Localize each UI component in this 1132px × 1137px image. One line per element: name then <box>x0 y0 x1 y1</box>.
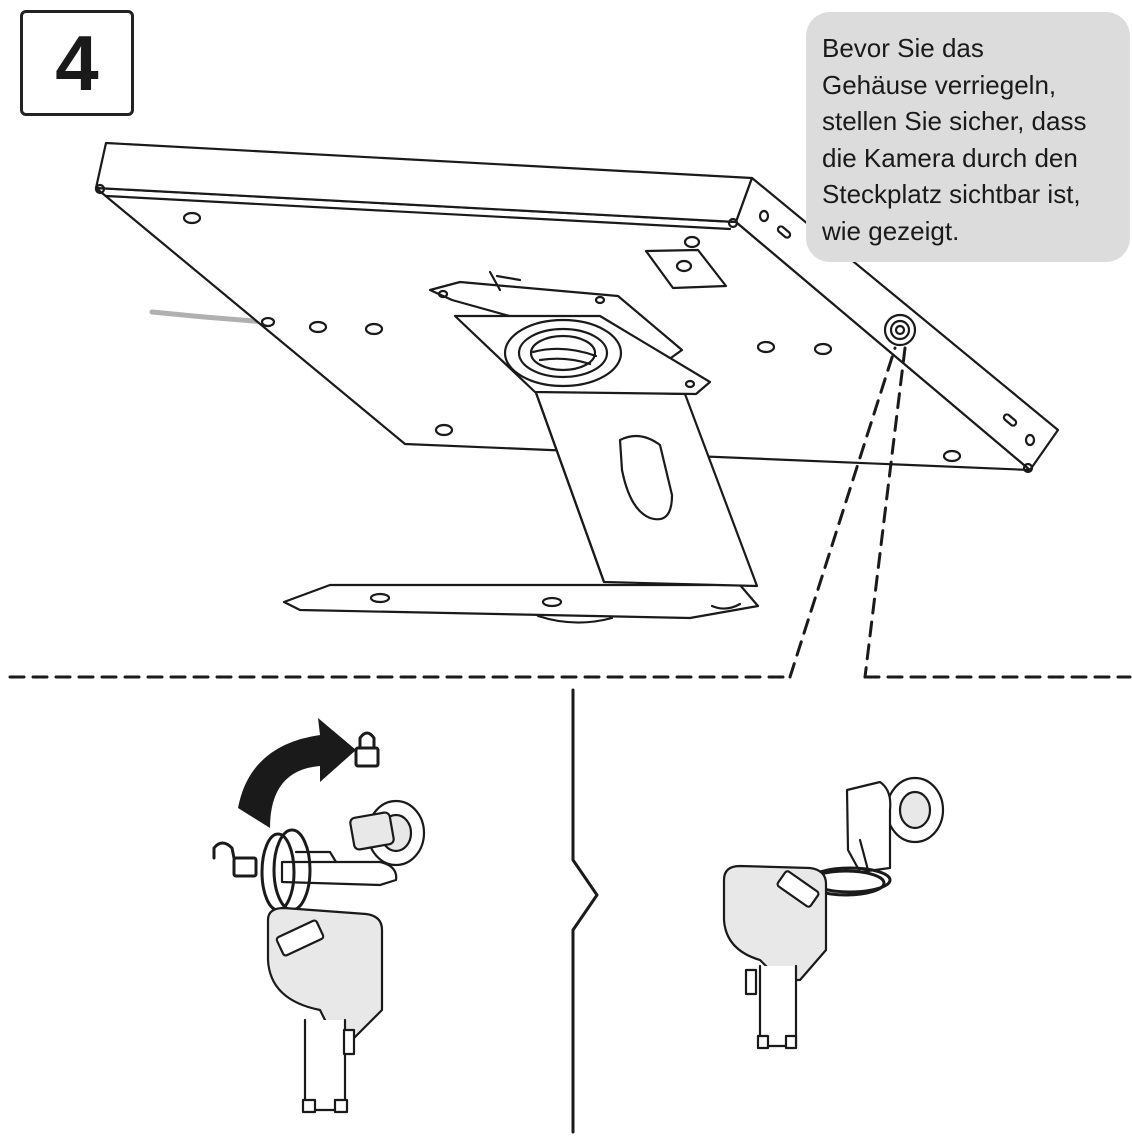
hanging-key <box>722 864 828 982</box>
lock-plate <box>644 248 728 290</box>
camera-lens <box>883 313 917 347</box>
detail-callout-lines <box>8 346 1132 679</box>
cable-slot <box>618 434 674 521</box>
key-locked-detail <box>722 776 945 1050</box>
step-number: 4 <box>55 19 99 107</box>
instruction-callout: Bevor Sie das Gehäuse verriegeln, stelle… <box>806 12 1130 262</box>
stand-base <box>282 583 760 620</box>
instruction-text: Bevor Sie das Gehäuse verriegeln, stelle… <box>822 33 1087 246</box>
padlock-closed-icon <box>354 731 380 768</box>
stand <box>282 270 760 624</box>
step-number-box: 4 <box>20 10 134 116</box>
padlock-open-icon <box>212 841 258 878</box>
key-unlocked-detail <box>260 799 426 1114</box>
panel-divider <box>571 688 599 1134</box>
curved-arrow-icon <box>238 718 356 828</box>
